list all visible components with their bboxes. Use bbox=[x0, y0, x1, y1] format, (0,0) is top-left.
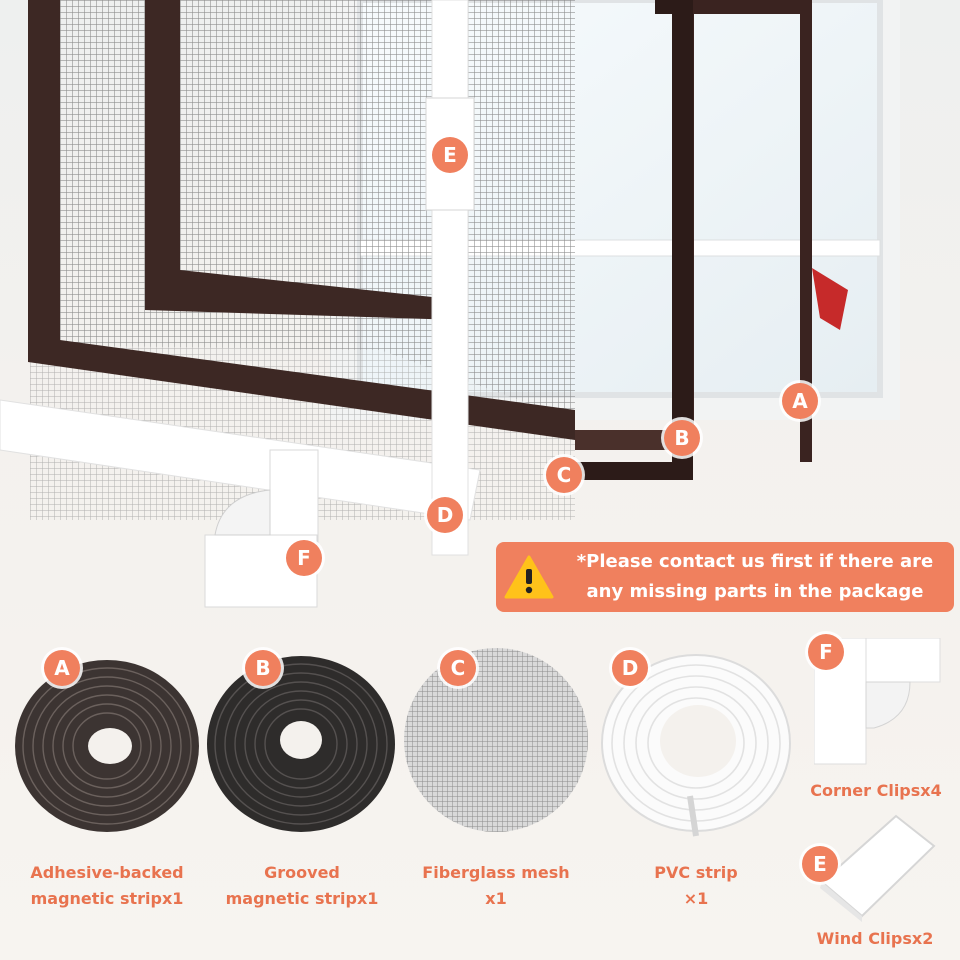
label-wind-clips: Wind Clipsx2 bbox=[816, 929, 934, 948]
label-line-2: magnetic stripx1 bbox=[225, 889, 379, 908]
product-grooved-magnetic-strip bbox=[206, 652, 396, 834]
notice-line-2: any missing parts in the package bbox=[586, 581, 924, 602]
parts-badge-b: B bbox=[245, 650, 281, 686]
adhesive-tape bbox=[812, 268, 848, 330]
badge-c: C bbox=[546, 457, 582, 493]
label-line-1: Adhesive-backed bbox=[30, 863, 184, 882]
product-pvc-strip bbox=[598, 648, 794, 838]
badge-e: E bbox=[432, 137, 468, 173]
label-grooved-magnetic-strip: Grooved magnetic stripx1 bbox=[206, 860, 398, 912]
label-corner-clips: Corner Clipsx4 bbox=[810, 781, 942, 800]
assembly-illustration bbox=[0, 0, 900, 608]
parts-badge-c: C bbox=[440, 650, 476, 686]
parts-badge-d: D bbox=[612, 650, 648, 686]
label-fiberglass-mesh: Fiberglass mesh x1 bbox=[402, 860, 590, 912]
parts-badge-f: F bbox=[808, 634, 844, 670]
label-adhesive-magnetic-strip: Adhesive-backed magnetic stripx1 bbox=[0, 860, 214, 912]
label-line-2: ×1 bbox=[683, 889, 709, 908]
label-line-1: PVC strip bbox=[654, 863, 738, 882]
badge-d: D bbox=[427, 497, 463, 533]
mesh-frame-inner bbox=[145, 0, 460, 320]
warning-icon bbox=[496, 542, 562, 612]
notice-line-1: *Please contact us first if there are bbox=[576, 551, 934, 572]
label-pvc-strip: PVC strip ×1 bbox=[598, 860, 794, 912]
product-wind-clips bbox=[812, 812, 940, 922]
strip-a-frame bbox=[680, 0, 812, 462]
badge-a: A bbox=[782, 383, 818, 419]
notice-text: *Please contact us first if there are an… bbox=[562, 547, 954, 607]
exploded-assembly-scene: E A B C D F bbox=[0, 0, 900, 608]
badge-b: B bbox=[664, 420, 700, 456]
pvc-rail bbox=[0, 399, 481, 521]
parts-badge-e: E bbox=[802, 846, 838, 882]
label-line-1: Grooved bbox=[264, 863, 340, 882]
pvc-vertical bbox=[431, 0, 469, 556]
parts-badge-a: A bbox=[44, 650, 80, 686]
product-adhesive-magnetic-strip bbox=[14, 650, 200, 836]
label-line-1: Fiberglass mesh bbox=[422, 863, 570, 882]
label-line-2: magnetic stripx1 bbox=[30, 889, 184, 908]
missing-parts-notice: *Please contact us first if there are an… bbox=[496, 542, 954, 612]
badge-f: F bbox=[286, 540, 322, 576]
product-fiberglass-mesh bbox=[402, 646, 590, 834]
label-line-2: x1 bbox=[485, 889, 507, 908]
